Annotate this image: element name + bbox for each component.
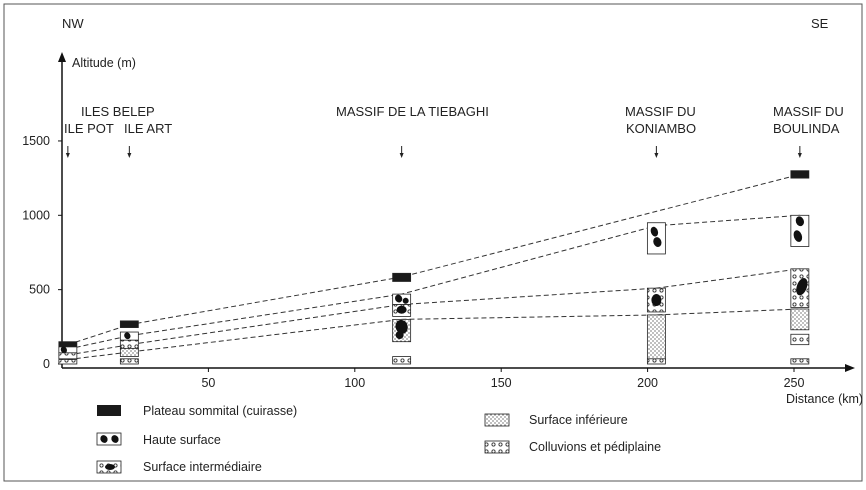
stratigraphic-columns xyxy=(58,170,810,365)
legend-label-colluvions: Colluvions et pédiplaine xyxy=(529,440,661,454)
column-block-plateau xyxy=(790,170,810,179)
column-blob xyxy=(395,319,408,334)
y-tick-label: 1500 xyxy=(22,134,50,148)
x-tick-label: 150 xyxy=(491,376,512,390)
column-blob xyxy=(402,297,409,304)
legend-label-haute: Haute surface xyxy=(143,433,221,447)
legend-label-plateau: Plateau sommital (cuirasse) xyxy=(143,404,297,418)
legend-swatch-inferieure xyxy=(484,413,510,427)
site-arrow-head-icon xyxy=(127,153,132,158)
column-blob xyxy=(796,278,808,296)
column-block-circles xyxy=(790,333,810,346)
site-arrow-head-icon xyxy=(65,153,70,158)
legend-swatch-haute-blob xyxy=(100,435,108,443)
column-blob xyxy=(653,237,662,247)
column-blob xyxy=(60,346,67,354)
y-tick-label: 0 xyxy=(43,357,50,371)
site-arrows xyxy=(65,146,802,158)
x-axis-arrow-icon xyxy=(845,364,855,372)
site-label-boulinda-line1: MASSIF DU xyxy=(773,104,844,119)
legend-item-haute: Haute surface xyxy=(96,432,221,447)
column-block-plateau xyxy=(392,272,412,282)
legend-item-inferieure: Surface inférieure xyxy=(484,413,628,427)
y-tick-label: 1000 xyxy=(22,208,50,222)
legend-label-inferieure: Surface inférieure xyxy=(529,413,628,427)
column-block-circles xyxy=(392,356,412,365)
legend: Plateau sommital (cuirasse) Haute surfac… xyxy=(96,404,661,474)
column-blob xyxy=(396,305,407,314)
y-axis-arrow-icon xyxy=(58,52,66,62)
x-tick-label: 200 xyxy=(637,376,658,390)
orientation-left: NW xyxy=(62,16,84,31)
column-block-circles xyxy=(790,358,810,365)
site-label-boulinda-line2: BOULINDA xyxy=(773,121,840,136)
legend-swatch-haute-blob-2 xyxy=(111,435,119,443)
column-block-circles xyxy=(119,358,139,365)
site-label-koniambo-line1: MASSIF DU xyxy=(625,104,696,119)
legend-item-intermediaire: Surface intermédiaire xyxy=(96,460,262,474)
legend-swatch-plateau xyxy=(97,405,121,416)
column-block-dots xyxy=(646,314,666,360)
site-arrow-head-icon xyxy=(399,153,404,158)
site-label-koniambo-line2: KONIAMBO xyxy=(626,121,696,136)
site-label-iles-belep: ILES BELEP xyxy=(81,104,155,119)
x-tick-label: 50 xyxy=(201,376,215,390)
column-blob xyxy=(124,332,131,340)
column-blob xyxy=(650,226,659,237)
column-block-plateau xyxy=(119,320,139,328)
column-blob xyxy=(651,294,662,307)
orientation-right: SE xyxy=(811,16,829,31)
x-tick-label: 100 xyxy=(344,376,365,390)
legend-item-colluvions: Colluvions et pédiplaine xyxy=(484,440,661,454)
column-block-circles xyxy=(58,359,78,365)
legend-swatch-intermediaire-blob xyxy=(105,464,115,470)
column-block-circles xyxy=(58,352,78,360)
axis-ticks: 0 500 1000 1500 50 100 150 200 250 xyxy=(22,134,804,390)
outer-border xyxy=(3,3,863,482)
profile-line-3 xyxy=(67,268,800,356)
column-blob xyxy=(793,230,803,242)
y-axis-label: Altitude (m) xyxy=(72,56,136,70)
legend-label-intermediaire: Surface intermédiaire xyxy=(143,460,262,474)
profile-line-2 xyxy=(67,214,800,350)
legend-swatch-colluvions xyxy=(484,440,510,454)
site-arrow-head-icon xyxy=(654,153,659,158)
column-blob xyxy=(395,331,404,340)
column-block-dots xyxy=(790,308,810,331)
profile-line-1 xyxy=(67,173,800,346)
site-label-ile-pot: ILE POT xyxy=(64,121,114,136)
column-blob xyxy=(795,216,804,227)
legend-item-plateau: Plateau sommital (cuirasse) xyxy=(97,404,297,418)
surface-profiles xyxy=(67,173,800,361)
column-block-circles xyxy=(646,358,666,365)
y-tick-label: 500 xyxy=(29,283,50,297)
column-block-dots xyxy=(119,347,139,357)
column-blob xyxy=(395,294,403,303)
site-arrow-head-icon xyxy=(797,153,802,158)
site-label-tiebaghi: MASSIF DE LA TIEBAGHI xyxy=(336,104,489,119)
column-block-circles xyxy=(119,339,139,349)
x-axis-label: Distance (km) xyxy=(786,392,863,406)
x-tick-label: 250 xyxy=(784,376,805,390)
column-block-plateau xyxy=(58,341,78,348)
site-label-ile-art: ILE ART xyxy=(124,121,172,136)
